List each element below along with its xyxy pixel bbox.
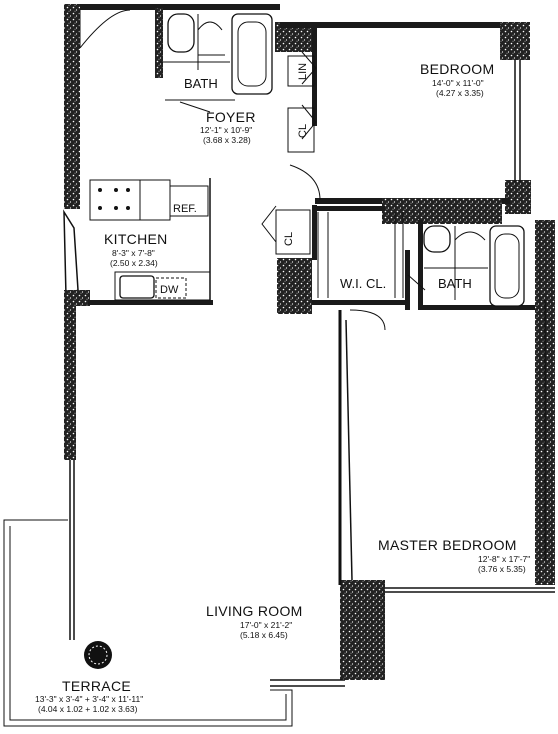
wall-bedroom-right-lower: [505, 180, 531, 214]
bath-top-label: BATH: [184, 76, 218, 91]
bedroom-dim-m: (4.27 x 3.35): [436, 88, 484, 98]
foyer-dim-m: (3.68 x 3.28): [203, 135, 251, 145]
living-room-dim-ft: 17'-0" x 21'-2": [240, 620, 292, 630]
foyer-dim-ft: 12'-1" x 10'-9": [200, 125, 252, 135]
cl-foyer-label: CL: [297, 124, 309, 138]
refrigerator-icon: [169, 185, 209, 217]
terrace-name: TERRACE: [62, 678, 131, 694]
wall-left-living: [64, 290, 76, 460]
stove-icon: [89, 179, 171, 221]
terrace-outline: [3, 519, 293, 727]
wic-shelving: [317, 212, 404, 298]
wall-kitchen-bottom: [70, 290, 90, 306]
closets: [261, 51, 317, 255]
cl-hall-label: CL: [283, 232, 295, 246]
wall-top: [80, 4, 280, 10]
kitchen-dim-m: (2.50 x 2.34): [110, 258, 158, 268]
master-bedroom-dim-m: (3.76 x 5.35): [478, 564, 526, 574]
toilet-icon: [167, 13, 195, 53]
bedroom-name: BEDROOM: [420, 61, 494, 77]
wall-left-upper: [64, 4, 80, 209]
walls: [63, 4, 555, 687]
planter-icon: [84, 641, 112, 669]
door-swings: [79, 9, 426, 331]
dw-label: DW: [160, 284, 179, 296]
toilet-icon-2: [423, 225, 451, 253]
wall-bath-top-left: [155, 8, 163, 78]
bath-right-label: BATH: [438, 276, 472, 291]
fixture-labels: BATH BATH W.I. CL. REF. DW LIN CL CL: [160, 63, 472, 296]
dishwasher-icon: [155, 277, 187, 299]
terrace-dim-m: (4.04 x 1.02 + 1.02 x 3.63): [38, 704, 138, 714]
wall-master-bottom: [340, 580, 385, 680]
foyer-name: FOYER: [206, 109, 256, 125]
sink-icon: [119, 275, 155, 299]
living-room-name: LIVING ROOM: [206, 603, 303, 619]
bathtub-icon-2: [489, 225, 525, 307]
bath-right-fixtures: [423, 225, 525, 307]
bath-top-fixtures: [160, 13, 273, 101]
bathtub-icon: [231, 13, 273, 95]
kitchen-fixtures: [89, 179, 211, 301]
terrace-dim-ft: 13'-3" x 3'-4" + 3'-4" x 11'-11": [35, 694, 143, 704]
room-labels: BEDROOM 14'-0" x 11'-0" (4.27 x 3.35) FO…: [35, 61, 530, 714]
master-bedroom-name: MASTER BEDROOM: [378, 537, 517, 553]
kitchen-dim-ft: 8'-3" x 7'-8": [112, 248, 155, 258]
bedroom-dim-ft: 14'-0" x 11'-0": [432, 78, 484, 88]
living-room-dim-m: (5.18 x 6.45): [240, 630, 288, 640]
lin-label: LIN: [297, 63, 309, 80]
kitchen-window: [63, 209, 79, 298]
wic-label: W.I. CL.: [340, 276, 386, 291]
kitchen-name: KITCHEN: [104, 231, 168, 247]
master-bedroom-dim-ft: 12'-8" x 17'-7": [478, 554, 530, 564]
wall-bedroom-right: [500, 22, 530, 60]
ref-label: REF.: [173, 203, 197, 215]
wall-hall-block: [277, 258, 312, 314]
